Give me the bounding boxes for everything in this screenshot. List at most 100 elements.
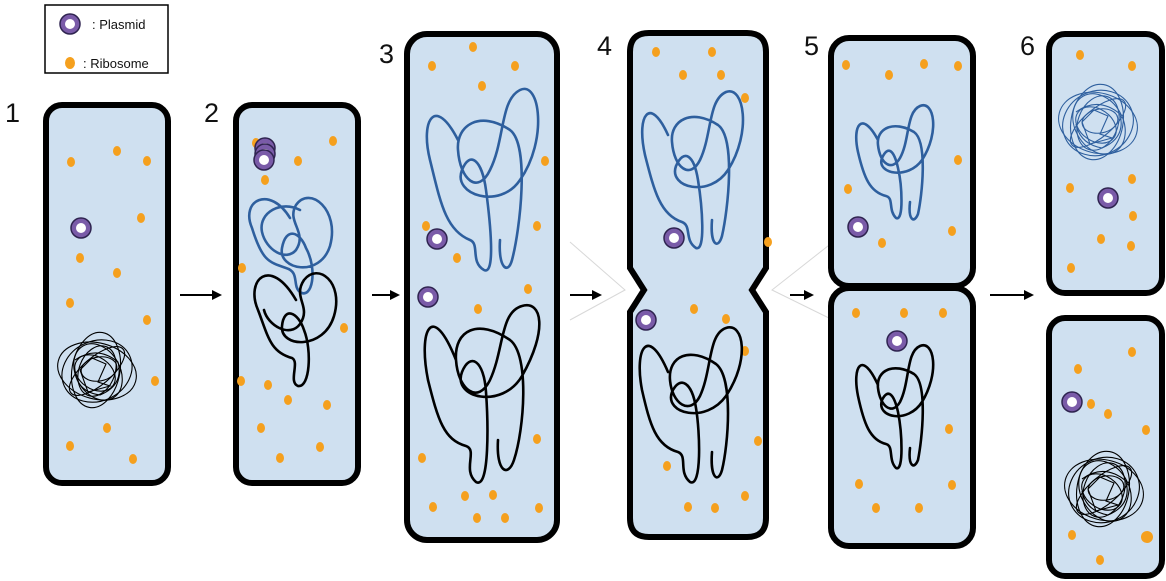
cell-stage-1 — [43, 102, 171, 486]
ribosome-icon — [684, 502, 692, 512]
cell-membrane — [43, 102, 171, 486]
original-chromosome — [638, 326, 744, 484]
ribosome-icon — [652, 47, 660, 57]
ribosome-icon — [764, 237, 772, 247]
ribosome-icon — [900, 308, 908, 318]
coiled-chromosome — [57, 331, 137, 409]
plasmid-icon — [847, 216, 869, 238]
arrow-4-to-5 — [790, 290, 814, 300]
ribosome-icon — [66, 298, 74, 308]
cell-membrane-constricted — [627, 30, 769, 540]
ribosome-icon — [66, 441, 74, 451]
ribosome-icon — [294, 156, 302, 166]
ribosome-icon — [524, 284, 532, 294]
arrow-1-to-2 — [180, 290, 222, 300]
ribosome-icon — [717, 70, 725, 80]
ribosome-icon — [920, 59, 928, 69]
constriction-guide-right — [771, 241, 834, 321]
ribosome-icon — [954, 61, 962, 71]
replicating-chromosome-copy — [248, 196, 334, 295]
legend-ribosome-label: : Ribosome — [83, 56, 149, 71]
ribosome-icon — [679, 70, 687, 80]
ribosome-icon — [1128, 61, 1136, 71]
daughter-chromosome-copy — [854, 104, 935, 221]
ribosome-icon — [316, 442, 324, 452]
ribosome-icon — [741, 93, 749, 103]
ribosome-icon — [722, 314, 730, 324]
ribosome-icon — [238, 263, 246, 273]
ribosome-icon — [855, 479, 863, 489]
ribosome-icon — [489, 490, 497, 500]
ribosome-icon — [461, 491, 469, 501]
ribosome-icon — [113, 146, 121, 156]
ribosome-icon — [237, 376, 245, 386]
stage-label-5: 5 — [804, 31, 819, 61]
arrow-2-to-3 — [372, 290, 400, 300]
ribosome-icon — [418, 453, 426, 463]
ribosome-icon — [1087, 399, 1095, 409]
cell-stage-2 — [233, 102, 361, 486]
stage-label-2: 2 — [204, 98, 219, 128]
arrow-3-to-4 — [570, 290, 602, 300]
ribosome-icon — [1142, 425, 1150, 435]
ribosome-icon — [473, 513, 481, 523]
ribosome-icon — [474, 304, 482, 314]
daughter-chromosome-original — [854, 344, 935, 470]
ribosome-icon — [535, 503, 543, 513]
ribosome-icon — [541, 156, 549, 166]
coiled-chromosome-copy — [1058, 83, 1138, 161]
original-chromosome — [253, 272, 338, 388]
separating-chromosome-copy — [640, 90, 745, 250]
ribosome-icon — [422, 221, 430, 231]
plasmid-icon — [426, 228, 448, 250]
ribosome-icon — [533, 434, 541, 444]
daughter-cell-top-membrane — [1046, 31, 1165, 296]
ribosome-icon — [428, 61, 436, 71]
ribosome-icon — [323, 400, 331, 410]
ribosome-icon — [878, 238, 886, 248]
ribosome-icon — [469, 42, 477, 52]
stage-label-4: 4 — [597, 31, 612, 61]
ribosome-icon — [1097, 234, 1105, 244]
ribosome-icon — [511, 61, 519, 71]
ribosome-icon — [113, 268, 121, 278]
arrow-5-to-6 — [990, 290, 1034, 300]
ribosome-icon — [137, 213, 145, 223]
cell-stage-3 — [404, 31, 560, 543]
ribosome-icon — [257, 423, 265, 433]
ribosome-icon — [329, 136, 337, 146]
ribosome-icon — [663, 461, 671, 471]
ribosome-icon — [1129, 211, 1137, 221]
plasmid-icon — [635, 309, 657, 331]
ribosome-cluster — [237, 136, 348, 463]
ribosome-icon — [948, 226, 956, 236]
ribosome-icon — [501, 513, 509, 523]
cell-stage-5 — [828, 35, 976, 549]
ribosome-cluster — [418, 42, 549, 523]
ribosome-icon — [1076, 50, 1084, 60]
ribosome-icon — [948, 480, 956, 490]
cell-stage-4 — [627, 30, 772, 540]
legend-ribosome-icon — [65, 57, 75, 69]
ribosome-icon — [1127, 241, 1135, 251]
plasmid-icon — [886, 330, 908, 352]
legend: : Plasmid : Ribosome — [44, 4, 169, 74]
ribosome-icon — [429, 502, 437, 512]
ribosome-icon — [1068, 530, 1076, 540]
ribosome-icon — [1104, 409, 1112, 419]
ribosome-icon — [340, 323, 348, 333]
replicated-chromosome-copy — [425, 87, 540, 272]
ribosome-icon — [711, 503, 719, 513]
ribosome-icon — [741, 491, 749, 501]
ribosome-cluster — [66, 146, 159, 464]
plasmid-icon — [417, 286, 439, 308]
ribosome-icon — [261, 175, 269, 185]
ribosome-icon — [276, 453, 284, 463]
constriction-guide-left — [569, 241, 626, 321]
ribosome-icon — [754, 436, 762, 446]
ribosome-icon — [76, 253, 84, 263]
plasmid-icon — [70, 217, 92, 239]
ribosome-icon — [1141, 531, 1153, 543]
ribosome-icon — [533, 221, 541, 231]
